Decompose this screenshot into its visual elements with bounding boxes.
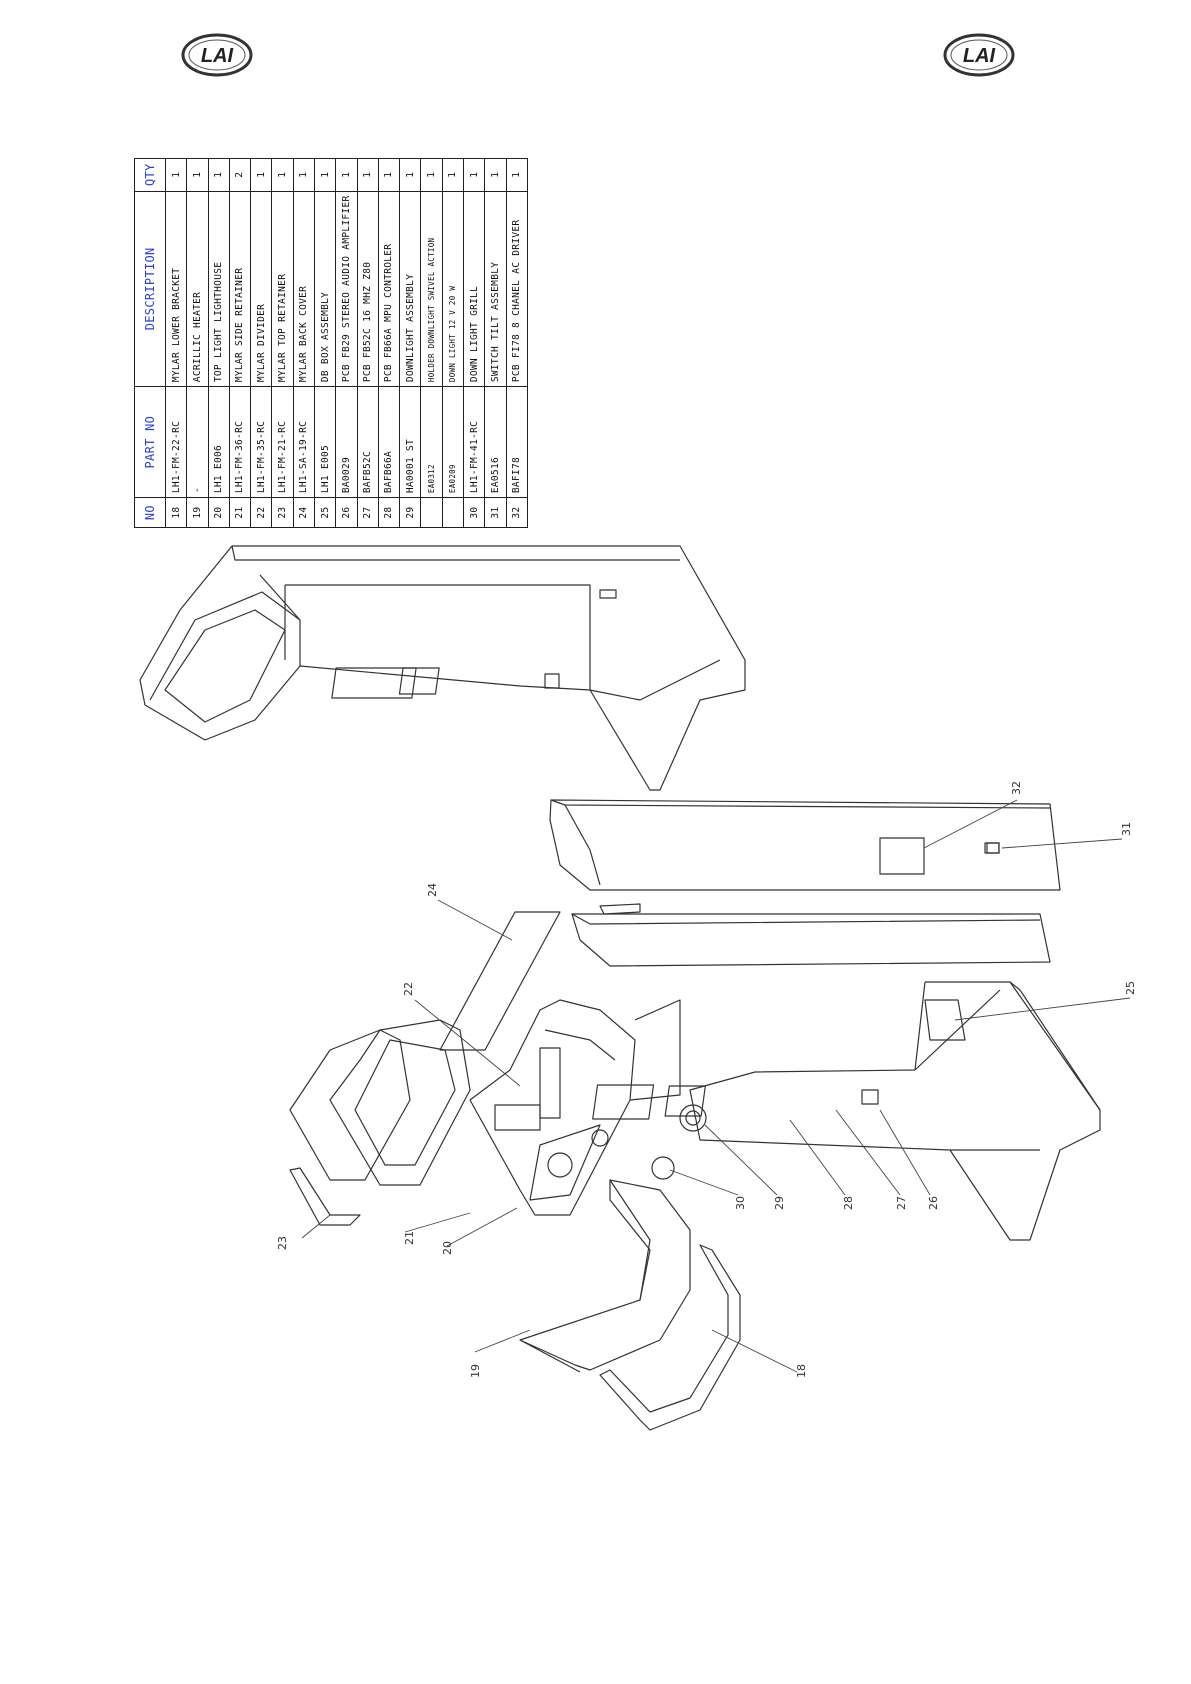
acrylic-heater (519, 1179, 691, 1373)
callout-23: 23 (276, 1236, 289, 1250)
switch-tilt-icon (986, 842, 1000, 854)
callout-31: 31 (1120, 822, 1133, 836)
callout-32: 32 (1010, 781, 1023, 795)
callout-21: 21 (403, 1231, 416, 1245)
side-wing (439, 911, 681, 1101)
top-light-frame (469, 999, 636, 1216)
mylar-lower-bracket (599, 1244, 741, 1431)
callout-29: 29 (773, 1196, 786, 1210)
callout-22: 22 (402, 982, 415, 996)
lai-logo-icon: LAI (943, 33, 1015, 77)
downlight-icon (685, 1110, 701, 1126)
mylar-panels (289, 1019, 471, 1226)
callout-24: 24 (426, 883, 439, 897)
middle-panel (571, 913, 1051, 967)
callout-20: 20 (441, 1241, 454, 1255)
logo-text: LAI (201, 45, 234, 67)
company-logo-right: LAI (942, 30, 1016, 80)
logo-text: LAI (963, 45, 996, 67)
callout-30: 30 (734, 1196, 747, 1210)
callout-19: 19 (469, 1364, 482, 1378)
callout-25: 25 (1124, 981, 1137, 995)
assembled-cabinet (139, 545, 746, 791)
callout-26: 26 (927, 1196, 940, 1210)
downlight-grill-icon (679, 1104, 707, 1132)
back-panel (549, 799, 1061, 915)
callout-18: 18 (795, 1364, 808, 1378)
lai-logo-icon: LAI (181, 33, 253, 77)
callout-27: 27 (895, 1196, 908, 1210)
callout-28: 28 (842, 1196, 855, 1210)
company-logo-left: LAI (180, 30, 254, 80)
downlight-grill-icon (651, 1156, 675, 1180)
